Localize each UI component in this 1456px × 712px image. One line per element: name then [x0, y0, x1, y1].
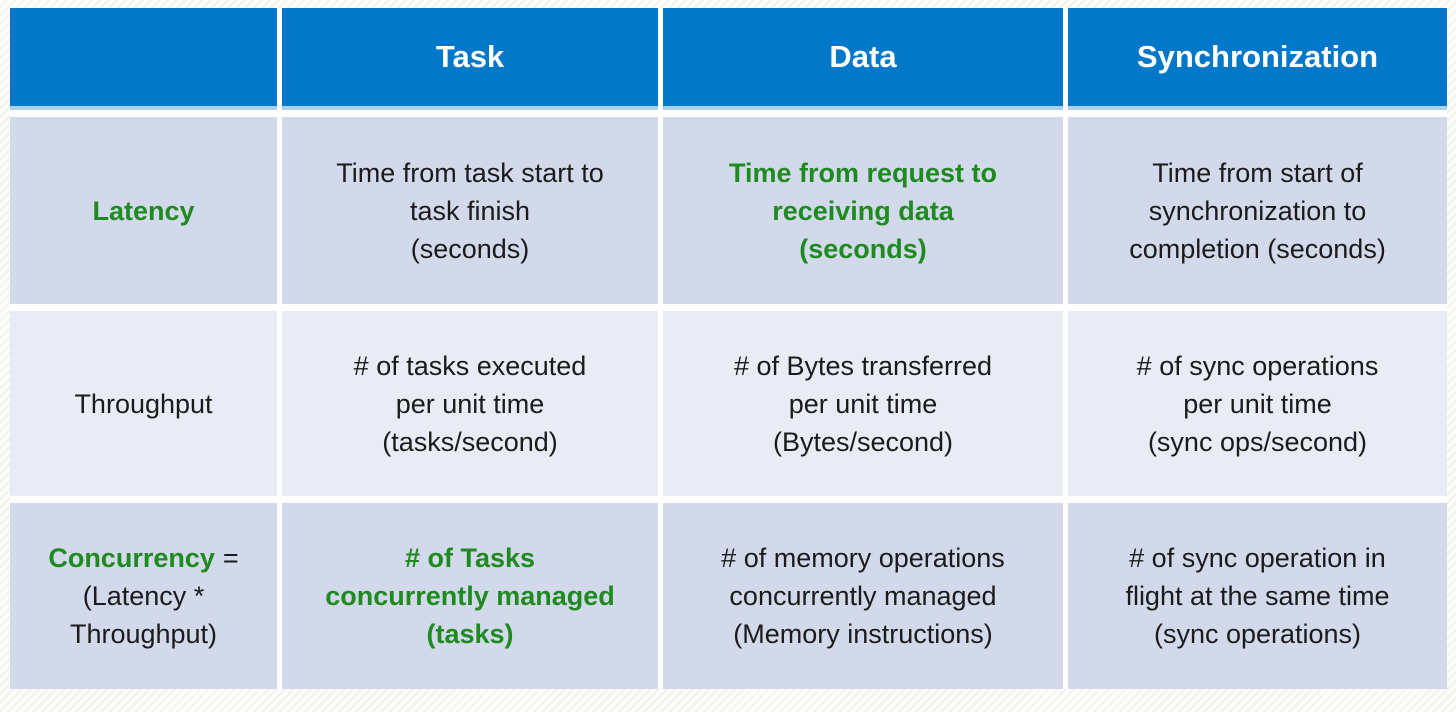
cell-concurrency-sync: # of sync operation in flight at the sam…	[1068, 503, 1447, 689]
cell-line: task finish	[409, 195, 531, 226]
cell-line: per unit time	[1183, 388, 1332, 419]
cell-concurrency-data: # of memory operations concurrently mana…	[663, 503, 1063, 689]
metrics-table: Task Data Synchronization Latency Time f…	[10, 8, 1447, 689]
cell-line: (Memory instructions)	[733, 619, 993, 649]
cell-line: flight at the same time	[1125, 581, 1390, 611]
header-cell-task: Task	[282, 8, 658, 110]
cell-line: # of sync operations	[1136, 350, 1379, 381]
cell-line: receiving data	[772, 195, 954, 226]
cell-latency-task: Time from task start to task finish (sec…	[282, 117, 658, 304]
cell-line: concurrently managed	[729, 581, 997, 611]
cell-line: # of tasks executed	[353, 350, 587, 381]
cell-line: (Bytes/second)	[772, 426, 954, 457]
concurrency-label-text: Concurrency=	[48, 539, 238, 577]
cell-line: per unit time	[395, 388, 545, 419]
cell-line: (seconds)	[410, 233, 530, 264]
cell-line: per unit time	[788, 388, 938, 419]
cell-line: (tasks)	[426, 619, 514, 649]
equals-sign: =	[222, 543, 239, 573]
cell-line: (tasks/second)	[382, 426, 558, 457]
cell-line: # of Tasks	[404, 543, 536, 573]
cell-line: # of memory operations	[721, 543, 1005, 573]
header-cell-synchronization: Synchronization	[1068, 8, 1447, 110]
metrics-grid: Task Data Synchronization Latency Time f…	[10, 8, 1447, 689]
cell-concurrency-label: Concurrency= (Latency * Throughput)	[10, 503, 277, 689]
cell-line: Time from task start to	[336, 157, 604, 188]
cell-line: Time from request to	[728, 157, 998, 188]
cell-line: concurrently managed	[325, 581, 615, 611]
cell-concurrency-task: # of Tasks concurrently managed (tasks)	[282, 503, 658, 689]
cell-line: (sync operations)	[1153, 619, 1362, 649]
cell-throughput-label: Throughput	[10, 311, 277, 496]
header-cell-data: Data	[663, 8, 1063, 110]
cell-line: completion (seconds)	[1129, 233, 1386, 264]
cell-throughput-data: # of Bytes transferred per unit time (By…	[663, 311, 1063, 496]
cell-throughput-sync: # of sync operations per unit time (sync…	[1068, 311, 1447, 496]
cell-line: (seconds)	[799, 233, 927, 264]
cell-line: Throughput)	[69, 619, 218, 649]
cell-line: # of Bytes transferred	[733, 350, 993, 381]
header-cell-blank	[10, 8, 277, 110]
cell-line: # of sync operation in	[1129, 543, 1386, 573]
cell-latency-label: Latency	[10, 117, 277, 304]
cell-line: synchronization to	[1148, 195, 1367, 226]
cell-latency-sync: Time from start of synchronization to co…	[1068, 117, 1447, 304]
latency-label-text: Latency	[92, 195, 195, 226]
cell-latency-data: Time from request to receiving data (sec…	[663, 117, 1063, 304]
cell-line: Time from start of	[1152, 157, 1363, 188]
cell-line: (Latency *	[82, 581, 205, 611]
cell-line: (sync ops/second)	[1147, 426, 1368, 457]
concurrency-word: Concurrency	[48, 543, 215, 573]
cell-throughput-task: # of tasks executed per unit time (tasks…	[282, 311, 658, 496]
throughput-label-text: Throughput	[74, 388, 213, 419]
